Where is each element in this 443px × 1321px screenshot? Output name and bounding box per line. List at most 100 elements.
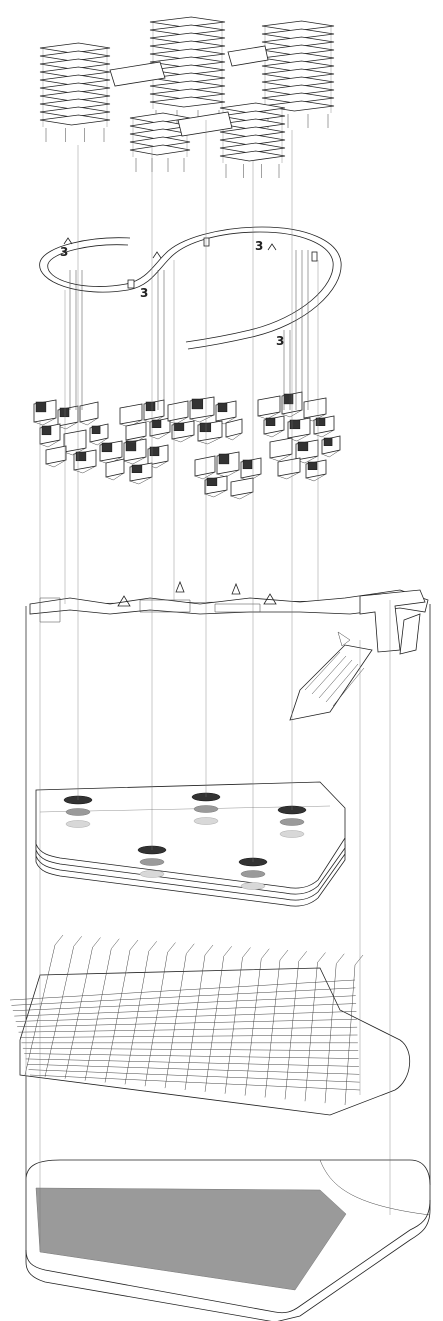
unit-edge <box>313 429 335 438</box>
unit-edge <box>225 432 243 441</box>
projection-lines <box>25 120 391 1250</box>
unit-edge <box>123 456 147 465</box>
tower-column <box>264 35 332 41</box>
grid-tick <box>223 946 232 957</box>
tower-slab <box>149 96 226 108</box>
grid-tick <box>279 949 289 961</box>
unit-shadow <box>323 437 333 446</box>
column-disc <box>65 820 91 828</box>
grid-line <box>11 987 356 1006</box>
tower-column <box>42 89 108 95</box>
tower-slab <box>261 52 335 64</box>
tower-slab <box>39 114 111 126</box>
grid-line <box>324 963 337 1104</box>
tower-slab <box>219 110 286 122</box>
housing-unit <box>79 401 99 423</box>
grid-tick <box>298 951 307 962</box>
grid-tick <box>54 934 64 946</box>
unit-edge <box>263 429 285 438</box>
tower-column <box>42 105 108 111</box>
grid-tick <box>129 939 139 951</box>
tower-slab <box>149 48 226 60</box>
tower-slab <box>39 82 111 94</box>
unit-edge <box>204 489 228 498</box>
column-disc <box>193 817 219 825</box>
tower-south-east <box>219 102 286 178</box>
grid-line <box>284 961 299 1100</box>
ramp <box>289 644 373 721</box>
tower-slab <box>39 98 111 110</box>
grid-line <box>64 947 93 1079</box>
unit-edge <box>171 434 195 443</box>
loop-mark: 3 <box>276 334 284 348</box>
unit-edge <box>197 436 223 445</box>
unit-edge <box>321 449 341 458</box>
housing-unit <box>167 400 189 422</box>
tower-slab <box>39 50 111 62</box>
grid-line <box>18 1026 358 1033</box>
unit-shadow <box>41 425 52 436</box>
unit-edge <box>79 417 99 426</box>
grid-line <box>27 1064 360 1075</box>
housing-unit <box>277 457 301 477</box>
grid-line <box>204 956 224 1092</box>
grid-plate <box>19 967 411 1116</box>
unit-edge <box>125 435 147 444</box>
grid-tick <box>336 953 345 964</box>
housing-unit <box>125 421 147 441</box>
tower-column <box>42 121 108 127</box>
grid-tick <box>354 954 364 966</box>
unit-shadow <box>149 446 160 457</box>
tower-column <box>132 143 188 149</box>
tower-slab <box>149 88 226 100</box>
unit-shadow <box>283 393 294 405</box>
tower-slab <box>39 106 111 118</box>
tower-slab <box>219 102 286 114</box>
loop-mark: 3 <box>140 286 148 300</box>
tower-west <box>39 42 111 142</box>
unit-edge <box>189 414 215 423</box>
tower-column <box>264 67 332 73</box>
grid-tick <box>186 943 195 954</box>
tower-slab <box>261 60 335 72</box>
tower-northeast <box>261 20 335 128</box>
circulation-loop: 3 3 3 3 <box>39 226 342 350</box>
grid-line <box>104 949 131 1083</box>
grid-line <box>164 953 187 1089</box>
grid-tick <box>167 942 176 953</box>
unit-shadow <box>59 407 70 418</box>
tower-north <box>149 16 226 124</box>
grid-line <box>264 959 281 1098</box>
unit-shadow <box>218 453 230 465</box>
grid-line <box>22 1047 359 1051</box>
unit-edge <box>45 459 67 468</box>
column-disc <box>279 830 305 838</box>
tower-slab <box>219 142 286 154</box>
column-disc <box>139 858 165 866</box>
unit-edge <box>230 491 254 500</box>
unit-shadow <box>206 477 218 486</box>
tower-slab <box>39 42 111 54</box>
unit-edge <box>269 453 293 462</box>
tower-column <box>42 73 108 79</box>
grid-tick <box>317 952 326 963</box>
unit-shadow <box>297 441 309 452</box>
tower-slab <box>149 64 226 76</box>
tower-column <box>152 23 223 29</box>
tower-slab <box>219 134 286 146</box>
walkway-level <box>29 580 429 721</box>
tower-slab <box>149 40 226 52</box>
base-site <box>25 1159 431 1321</box>
grid-line <box>244 958 262 1096</box>
tower-slab <box>149 80 226 92</box>
grid-line <box>25 1058 359 1067</box>
tower-column <box>42 97 108 103</box>
column-disc <box>139 870 165 878</box>
unit-shadow <box>265 417 276 426</box>
unit-edge <box>305 473 327 482</box>
housing-unit <box>63 429 87 453</box>
loop-stair-node <box>127 279 135 289</box>
tower-column <box>152 39 223 45</box>
tower-column <box>152 47 223 53</box>
